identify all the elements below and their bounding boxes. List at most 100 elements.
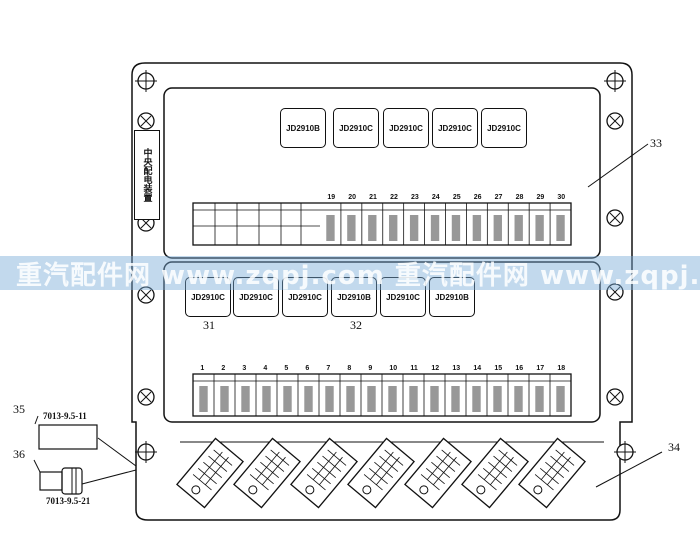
fuse-number: 27 xyxy=(494,194,503,201)
fuse-number: 9 xyxy=(368,365,373,372)
fuse-number: 5 xyxy=(284,365,289,372)
fuse-slot-marking xyxy=(346,386,355,412)
relay-lower: JD2910B xyxy=(331,277,377,317)
fuse-number: 25 xyxy=(452,194,461,201)
fuse-slot-marking xyxy=(199,386,208,412)
screw-icon xyxy=(135,70,157,92)
fuse-number: 11 xyxy=(410,365,418,372)
relay-lower: JD2910C xyxy=(233,277,279,317)
screw-icon xyxy=(137,112,155,130)
wiring-connector xyxy=(518,437,586,509)
fuse-slot-marking xyxy=(535,386,544,412)
fuse-number: 23 xyxy=(410,194,419,201)
fuse-slot-marking xyxy=(556,386,565,412)
fuse-slot-marking xyxy=(367,386,376,412)
fuse-slot-marking xyxy=(389,215,398,241)
fuse-slot-marking xyxy=(368,215,377,241)
watermark-band: 重汽配件网 www.zqpj.com 重汽配件网 www.zqpj.com xyxy=(0,256,700,290)
fuse-slot-marking xyxy=(220,386,229,412)
callout-33: 33 xyxy=(650,136,662,150)
fuse-slot-marking xyxy=(304,386,313,412)
callout-32: 32 xyxy=(350,318,362,332)
fuse-slot-marking xyxy=(409,215,419,241)
fuse-slot-marking xyxy=(451,215,461,241)
callout-31: 31 xyxy=(203,318,215,332)
fuse-slot-marking xyxy=(514,215,523,241)
fuse-slot-marking xyxy=(347,215,356,241)
fuse-number: 15 xyxy=(494,365,503,372)
callout-35: 35 xyxy=(13,402,25,416)
fuse-number: 4 xyxy=(263,365,268,372)
relay-upper: JD2910C xyxy=(333,108,379,148)
fuse-slot-marking xyxy=(409,386,418,412)
fuse-number: 29 xyxy=(536,194,545,201)
fuse-number: 2 xyxy=(221,365,226,372)
fuse-slot-marking xyxy=(325,386,334,412)
watermark-text: 重汽配件网 www.zqpj.com 重汽配件网 www.zqpj.com xyxy=(16,260,700,291)
fuse-number: 19 xyxy=(327,194,336,201)
wiring-connector xyxy=(176,437,244,509)
relay-lower: JD2910B xyxy=(429,277,475,317)
relay-lower: JD2910C xyxy=(185,277,231,317)
screw-icon xyxy=(137,388,155,406)
fuse-number: 28 xyxy=(515,194,524,201)
fuse-slot-marking xyxy=(451,386,460,412)
fuse-slot-marking xyxy=(388,386,397,412)
connector-36-label: 7013-9.5-21 xyxy=(46,496,91,506)
fuse-slot-marking xyxy=(493,215,502,241)
wiring-connector xyxy=(233,437,301,509)
relay-upper: JD2910C xyxy=(432,108,478,148)
screw-icon xyxy=(614,441,636,463)
relay-lower: JD2910C xyxy=(282,277,328,317)
fuse-slot-marking xyxy=(514,386,523,412)
screw-icon xyxy=(604,70,626,92)
fuse-number: 16 xyxy=(515,365,524,372)
fuse-number: 1 xyxy=(200,365,205,372)
connector-35-label: 7013-9.5-11 xyxy=(43,411,87,421)
fuse-slot-marking xyxy=(241,386,250,412)
callout-36: 36 xyxy=(13,447,25,461)
screw-icon xyxy=(606,283,624,301)
fuse-slot-marking xyxy=(556,215,565,241)
fuse-number: 22 xyxy=(390,194,398,201)
relay-upper: JD2910B xyxy=(280,108,326,148)
fuse-number: 13 xyxy=(452,365,461,372)
fuse-number: 26 xyxy=(473,194,482,201)
fuse-slot-marking xyxy=(430,386,439,412)
fuse-slot-marking xyxy=(472,386,481,412)
screw-icon xyxy=(606,112,624,130)
fuse-number: 3 xyxy=(242,365,247,372)
fuse-slot-marking xyxy=(493,386,502,412)
fuse-number: 6 xyxy=(305,365,310,372)
fuse-number: 17 xyxy=(536,365,545,372)
fuse-slot-marking xyxy=(326,215,335,241)
relay-upper: JD2910C xyxy=(383,108,429,148)
fuse-slot-marking xyxy=(472,215,482,241)
screw-icon xyxy=(606,388,624,406)
screw-icon xyxy=(135,441,157,463)
fuse-number: 24 xyxy=(431,194,440,201)
fuse-number: 10 xyxy=(389,365,398,372)
screw-icon xyxy=(606,209,624,227)
wiring-connector xyxy=(347,437,415,509)
fuse-number: 30 xyxy=(557,194,566,201)
wiring-connector xyxy=(404,437,472,509)
screw-icon xyxy=(137,286,155,304)
fuse-number: 18 xyxy=(557,365,566,372)
relay-upper: JD2910C xyxy=(481,108,527,148)
central-distribution-label: 中央配电装置 xyxy=(134,130,160,220)
fuse-slot-marking xyxy=(535,215,544,241)
fuse-number: 21 xyxy=(369,194,377,201)
fuse-slot-marking xyxy=(262,386,271,412)
callout-34: 34 xyxy=(668,440,680,454)
relay-lower: JD2910C xyxy=(380,277,426,317)
fuse-number: 7 xyxy=(326,365,331,372)
fuse-number: 12 xyxy=(431,365,440,372)
fuse-slot-marking xyxy=(430,215,440,241)
fuse-number: 14 xyxy=(473,365,482,372)
fuse-slot-marking xyxy=(283,386,292,412)
fuse-number: 20 xyxy=(348,194,357,201)
wiring-connector xyxy=(461,437,529,509)
